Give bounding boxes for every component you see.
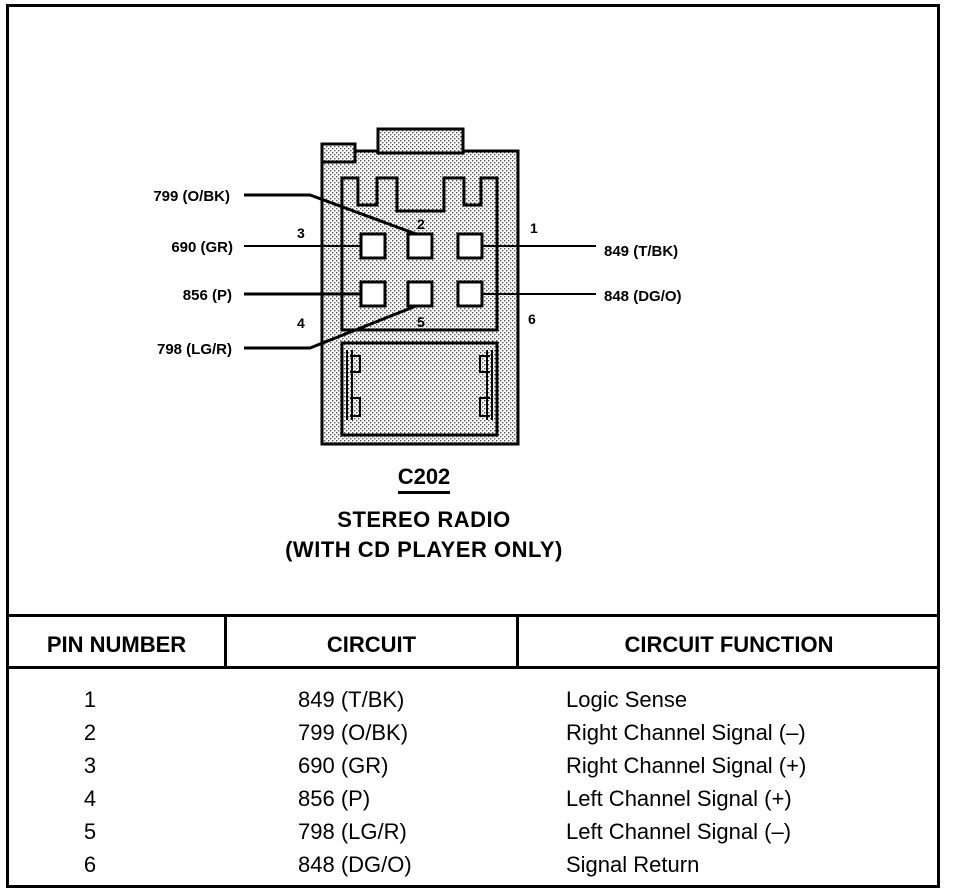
table-cell-circuit: 798 (LG/R) [298, 819, 407, 844]
pin-5-cavity [406, 280, 434, 308]
table-cell-circuit: 848 (DG/O) [298, 852, 412, 877]
header-circuit-function: CIRCUIT FUNCTION [624, 632, 834, 657]
pin-number-2: 2 [417, 216, 425, 232]
connector-id-text: C202 [397, 464, 451, 494]
table-header-rule [6, 666, 940, 669]
pin-3-cavity [359, 232, 387, 260]
table-cell-function: Logic Sense [566, 687, 688, 712]
table-cell-circuit: 856 (P) [298, 786, 371, 811]
pin-number-1: 1 [530, 220, 538, 236]
table-cell-pin: 2 [83, 720, 97, 745]
pin-number-6: 6 [528, 311, 536, 327]
circuit-column: 849 (T/BK) 799 (O/BK) 690 (GR) 856 (P) 7… [298, 683, 498, 881]
table-cell-circuit: 849 (T/BK) [298, 687, 405, 712]
header-pin-number: PIN NUMBER [46, 632, 187, 657]
leader-lines [244, 193, 596, 350]
wire-label-798: 798 (LG/R) [157, 341, 232, 358]
table-top-rule [6, 614, 940, 617]
table-cell-pin: 6 [83, 852, 97, 877]
wire-label-690: 690 (GR) [171, 239, 233, 256]
pin-column: 1 2 3 4 5 6 [60, 683, 120, 881]
table-cell-function: Left Channel Signal (+) [566, 786, 792, 811]
function-column: Logic Sense Right Channel Signal (–) Rig… [566, 683, 926, 881]
table-cell-pin: 4 [83, 786, 97, 811]
pin-number-3: 3 [297, 225, 305, 241]
header-circuit: CIRCUIT [326, 632, 417, 657]
pin-2-cavity [406, 232, 434, 260]
connector-id: C202 [0, 464, 848, 494]
wire-label-848: 848 (DG/O) [604, 288, 682, 305]
table-cell-pin: 3 [83, 753, 97, 778]
wire-label-856: 856 (P) [183, 287, 232, 304]
connector-body [320, 127, 520, 446]
pin-1-cavity [456, 232, 484, 260]
pin-6-cavity [456, 280, 484, 308]
table-cell-circuit: 799 (O/BK) [298, 720, 409, 745]
table-cell-function: Left Channel Signal (–) [566, 819, 792, 844]
table-cell-function: Signal Return [566, 852, 700, 877]
page-frame [6, 4, 940, 888]
table-cell-function: Right Channel Signal (+) [566, 753, 807, 778]
connector-description-line1: STEREO RADIO [337, 507, 511, 532]
table-cell-circuit: 690 (GR) [298, 753, 389, 778]
table-divider-2 [516, 616, 519, 668]
pin-number-4: 4 [297, 315, 305, 331]
table-cell-function: Right Channel Signal (–) [566, 720, 806, 745]
table-divider-1 [224, 616, 227, 668]
table-cell-pin: 5 [83, 819, 97, 844]
pin-number-5: 5 [417, 314, 425, 330]
pin-4-cavity [359, 280, 387, 308]
connector-description-line2: (WITH CD PLAYER ONLY) [285, 537, 563, 562]
table-cell-pin: 1 [83, 687, 97, 712]
wire-label-849: 849 (T/BK) [604, 243, 678, 260]
wire-label-799: 799 (O/BK) [153, 188, 230, 205]
